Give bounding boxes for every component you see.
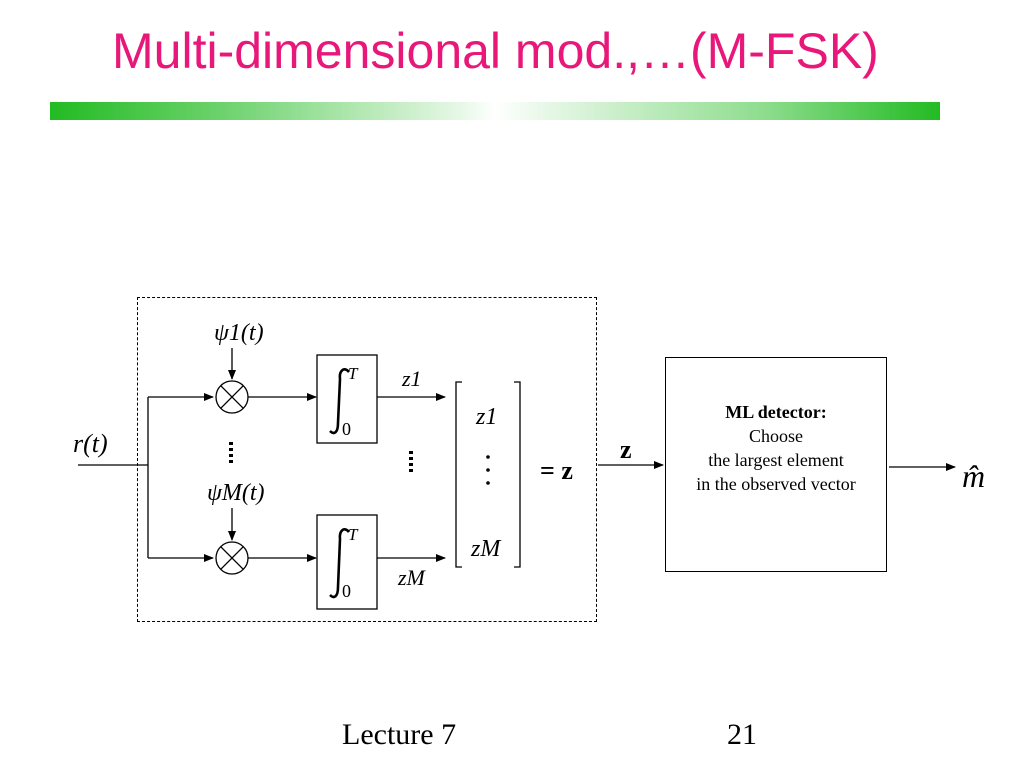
basis-top-label: ψ1(t) bbox=[214, 320, 264, 346]
ml-detector-box: ML detector: Choose the largest element … bbox=[665, 357, 887, 572]
detector-title: ML detector: bbox=[725, 402, 827, 422]
vector-top-label: z1 bbox=[475, 404, 497, 430]
integral-top-lower: 0 bbox=[342, 419, 351, 439]
z-label: z bbox=[620, 435, 632, 464]
title-underline bbox=[50, 102, 940, 120]
vector-bracket-left bbox=[455, 381, 462, 568]
vector-bottom-label: zM bbox=[470, 536, 502, 562]
ellipsis-left-icon bbox=[229, 442, 233, 463]
vector-dots-icon bbox=[486, 455, 490, 485]
multiplier-top-icon bbox=[215, 380, 249, 414]
integral-bottom-upper: T bbox=[348, 525, 359, 544]
slide-title: Multi-dimensional mod.,…(M-FSK) bbox=[112, 23, 879, 79]
detector-line-3: in the observed vector bbox=[696, 474, 856, 494]
output-symbol: m̂ bbox=[962, 458, 985, 494]
integral-top-upper: T bbox=[348, 364, 359, 383]
integral-top-icon bbox=[329, 368, 350, 435]
output-bottom-label: zM bbox=[397, 565, 427, 590]
input-symbol: r(t) bbox=[73, 429, 108, 458]
integral-bottom-icon bbox=[329, 528, 350, 599]
multiplier-bottom-icon bbox=[215, 541, 249, 575]
footer-page-number: 21 bbox=[727, 718, 757, 751]
vector-bracket-right bbox=[514, 381, 521, 568]
output-top-label: z1 bbox=[401, 366, 422, 391]
detector-line-1: Choose bbox=[749, 426, 803, 446]
footer-lecture: Lecture 7 bbox=[342, 718, 457, 751]
ml-detector-text: ML detector: Choose the largest element … bbox=[666, 400, 886, 496]
correlator-bank-box bbox=[137, 297, 597, 622]
detector-line-2: the largest element bbox=[708, 450, 844, 470]
vector-equals-z: = z bbox=[540, 456, 573, 485]
ellipsis-middle-icon bbox=[409, 451, 413, 472]
integral-bottom-lower: 0 bbox=[342, 581, 351, 601]
basis-bottom-label: ψM(t) bbox=[207, 480, 265, 506]
